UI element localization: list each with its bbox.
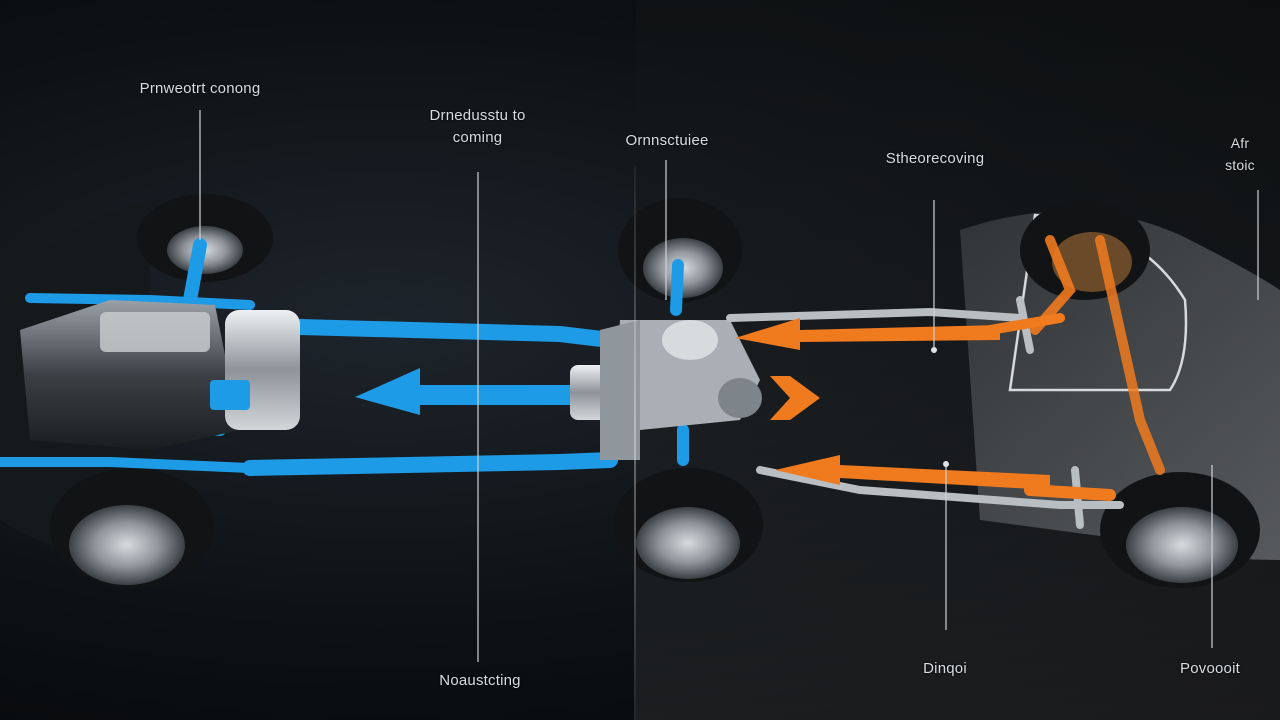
rear-bottom-wheel [1100,472,1260,588]
panel-divider [634,165,636,720]
center-right-flow-arrow [770,376,820,420]
rear-lower-flow-arrow [775,455,1050,490]
label-bottom-mid: Dinqoi [923,660,967,677]
callout-dot-bottom-mid [943,461,949,467]
label-bottom-right: Povoooit [1180,660,1240,677]
label-steering: Stheorecoving [885,150,985,167]
callout-leader-lines [199,110,1259,662]
rear-upper-flow-arrow [735,318,1000,350]
label-driveshaft-cooling: Drnedusstu to coming [429,107,526,146]
rear-system-orange [985,235,1165,501]
mid-bottom-wheel [613,468,763,582]
label-transmission: Ornnsctuiee [625,132,709,149]
front-right-wheel [50,468,214,588]
center-transmission [570,320,762,460]
front-left-wheel [137,194,273,282]
rear-top-wheel [1020,200,1150,300]
callout-dot-steering [931,347,937,353]
front-suspension-blue [0,238,689,476]
label-bottom-left: Noaustcting [439,672,521,689]
front-motor-assembly [20,300,300,450]
label-powertrain: Prnweotrt conong [139,80,261,97]
rear-body-shell [960,211,1280,561]
mid-top-wheel [618,198,742,302]
label-air-suspension: Afr stoic [1225,135,1255,173]
front-flow-arrow [355,368,570,415]
